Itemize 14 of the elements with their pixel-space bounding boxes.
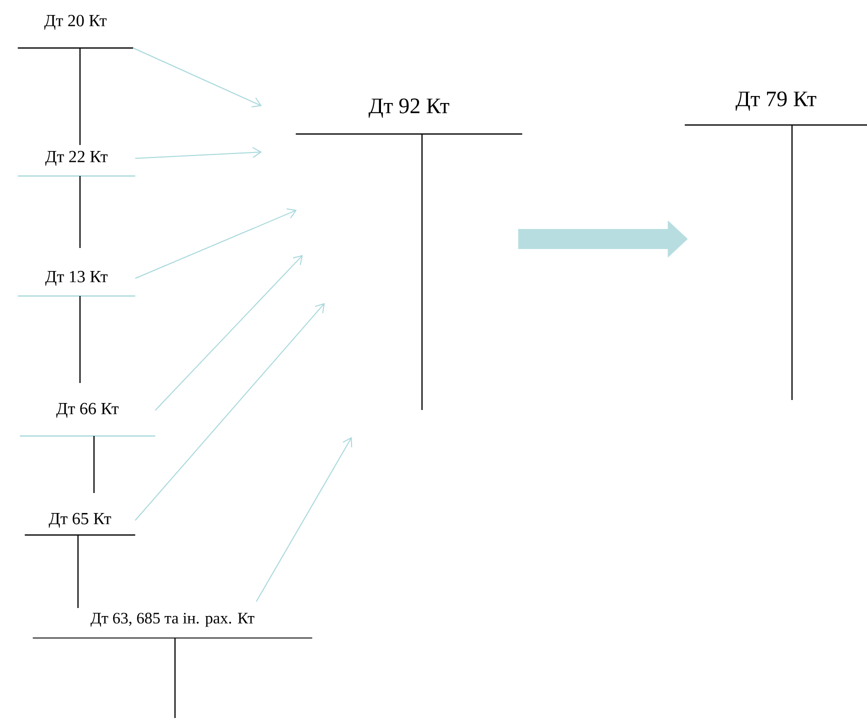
arrow <box>154 255 303 411</box>
arrow <box>134 146 262 159</box>
t-account: Дт 66 Кт <box>20 402 156 493</box>
t-account: Дт 92 Кт <box>296 98 522 410</box>
arrow <box>134 303 325 521</box>
arrow <box>132 48 262 108</box>
t-account: Дт 13 Кт <box>18 270 136 383</box>
t-account: Дт 22 Кт <box>18 150 136 248</box>
arrow <box>256 437 352 602</box>
t-account: Дт 63, 685 та ін. рах. Кт <box>32 612 312 718</box>
t-account: Дт 65 Кт <box>24 512 136 608</box>
t-account: Дт 20 Кт <box>18 14 134 145</box>
t-account: Дт 79 Кт <box>684 92 867 400</box>
arrow <box>134 208 297 279</box>
